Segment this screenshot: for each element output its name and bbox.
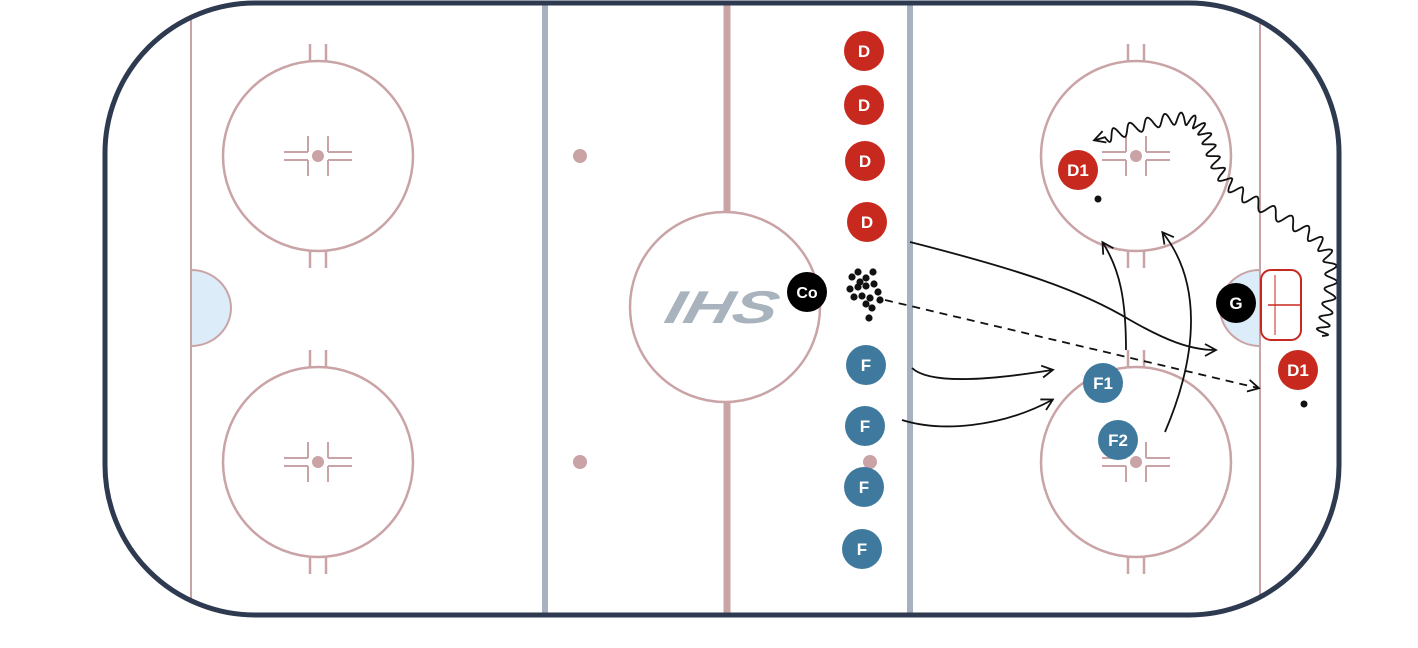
coach-label: Co [796, 285, 818, 302]
defense-player-3-label: D [859, 152, 871, 171]
puck [862, 274, 870, 282]
puck [862, 300, 870, 308]
puck [874, 288, 882, 296]
neutral-zone-dot [573, 149, 587, 163]
defense-d1-top-label: D1 [1067, 161, 1089, 180]
defense-player-4[interactable]: D [847, 202, 887, 242]
forward-player-4-label: F [857, 540, 867, 559]
forward-player-4[interactable]: F [842, 529, 882, 569]
defense-player-2[interactable]: D [844, 85, 884, 125]
defense-player-1[interactable]: D [844, 31, 884, 71]
right-net [1260, 269, 1302, 341]
neutral-zone-dot [863, 455, 877, 469]
puck [869, 268, 877, 276]
ihs-logo: IHS [660, 282, 785, 333]
forward-f2-label: F2 [1108, 431, 1128, 450]
coach[interactable]: Co [787, 272, 827, 312]
puck [868, 304, 876, 312]
neutral-zone-dot [573, 455, 587, 469]
forward-player-1[interactable]: F [846, 345, 886, 385]
goalie[interactable]: G [1216, 283, 1256, 323]
forward-player-2-label: F [860, 417, 870, 436]
puck [858, 292, 866, 300]
forward-player-1-label: F [861, 356, 871, 375]
defense-player-1-label: D [858, 42, 870, 61]
forward-f1-label: F1 [1093, 374, 1113, 393]
puck [848, 273, 856, 281]
puck [854, 268, 862, 276]
puck [866, 294, 874, 302]
puck [862, 282, 870, 290]
puck [846, 285, 854, 293]
puck [865, 314, 873, 322]
defense-player-2-label: D [858, 96, 870, 115]
defense-d1-bottom-label: D1 [1287, 361, 1309, 380]
forward-f1[interactable]: F1 [1083, 363, 1123, 403]
forward-f2[interactable]: F2 [1098, 420, 1138, 460]
defense-player-4-label: D [861, 213, 873, 232]
puck [856, 278, 864, 286]
defense-d1-top[interactable]: D1 [1058, 150, 1098, 190]
defense-d1-bottom[interactable]: D1 [1278, 350, 1318, 390]
puck [870, 280, 878, 288]
puck [850, 293, 858, 301]
defense-player-3[interactable]: D [845, 141, 885, 181]
forward-player-3[interactable]: F [844, 467, 884, 507]
puck [876, 296, 884, 304]
puck [1094, 195, 1102, 203]
goalie-label: G [1229, 294, 1242, 313]
puck [1300, 400, 1308, 408]
forward-player-2[interactable]: F [845, 406, 885, 446]
forward-player-3-label: F [859, 478, 869, 497]
